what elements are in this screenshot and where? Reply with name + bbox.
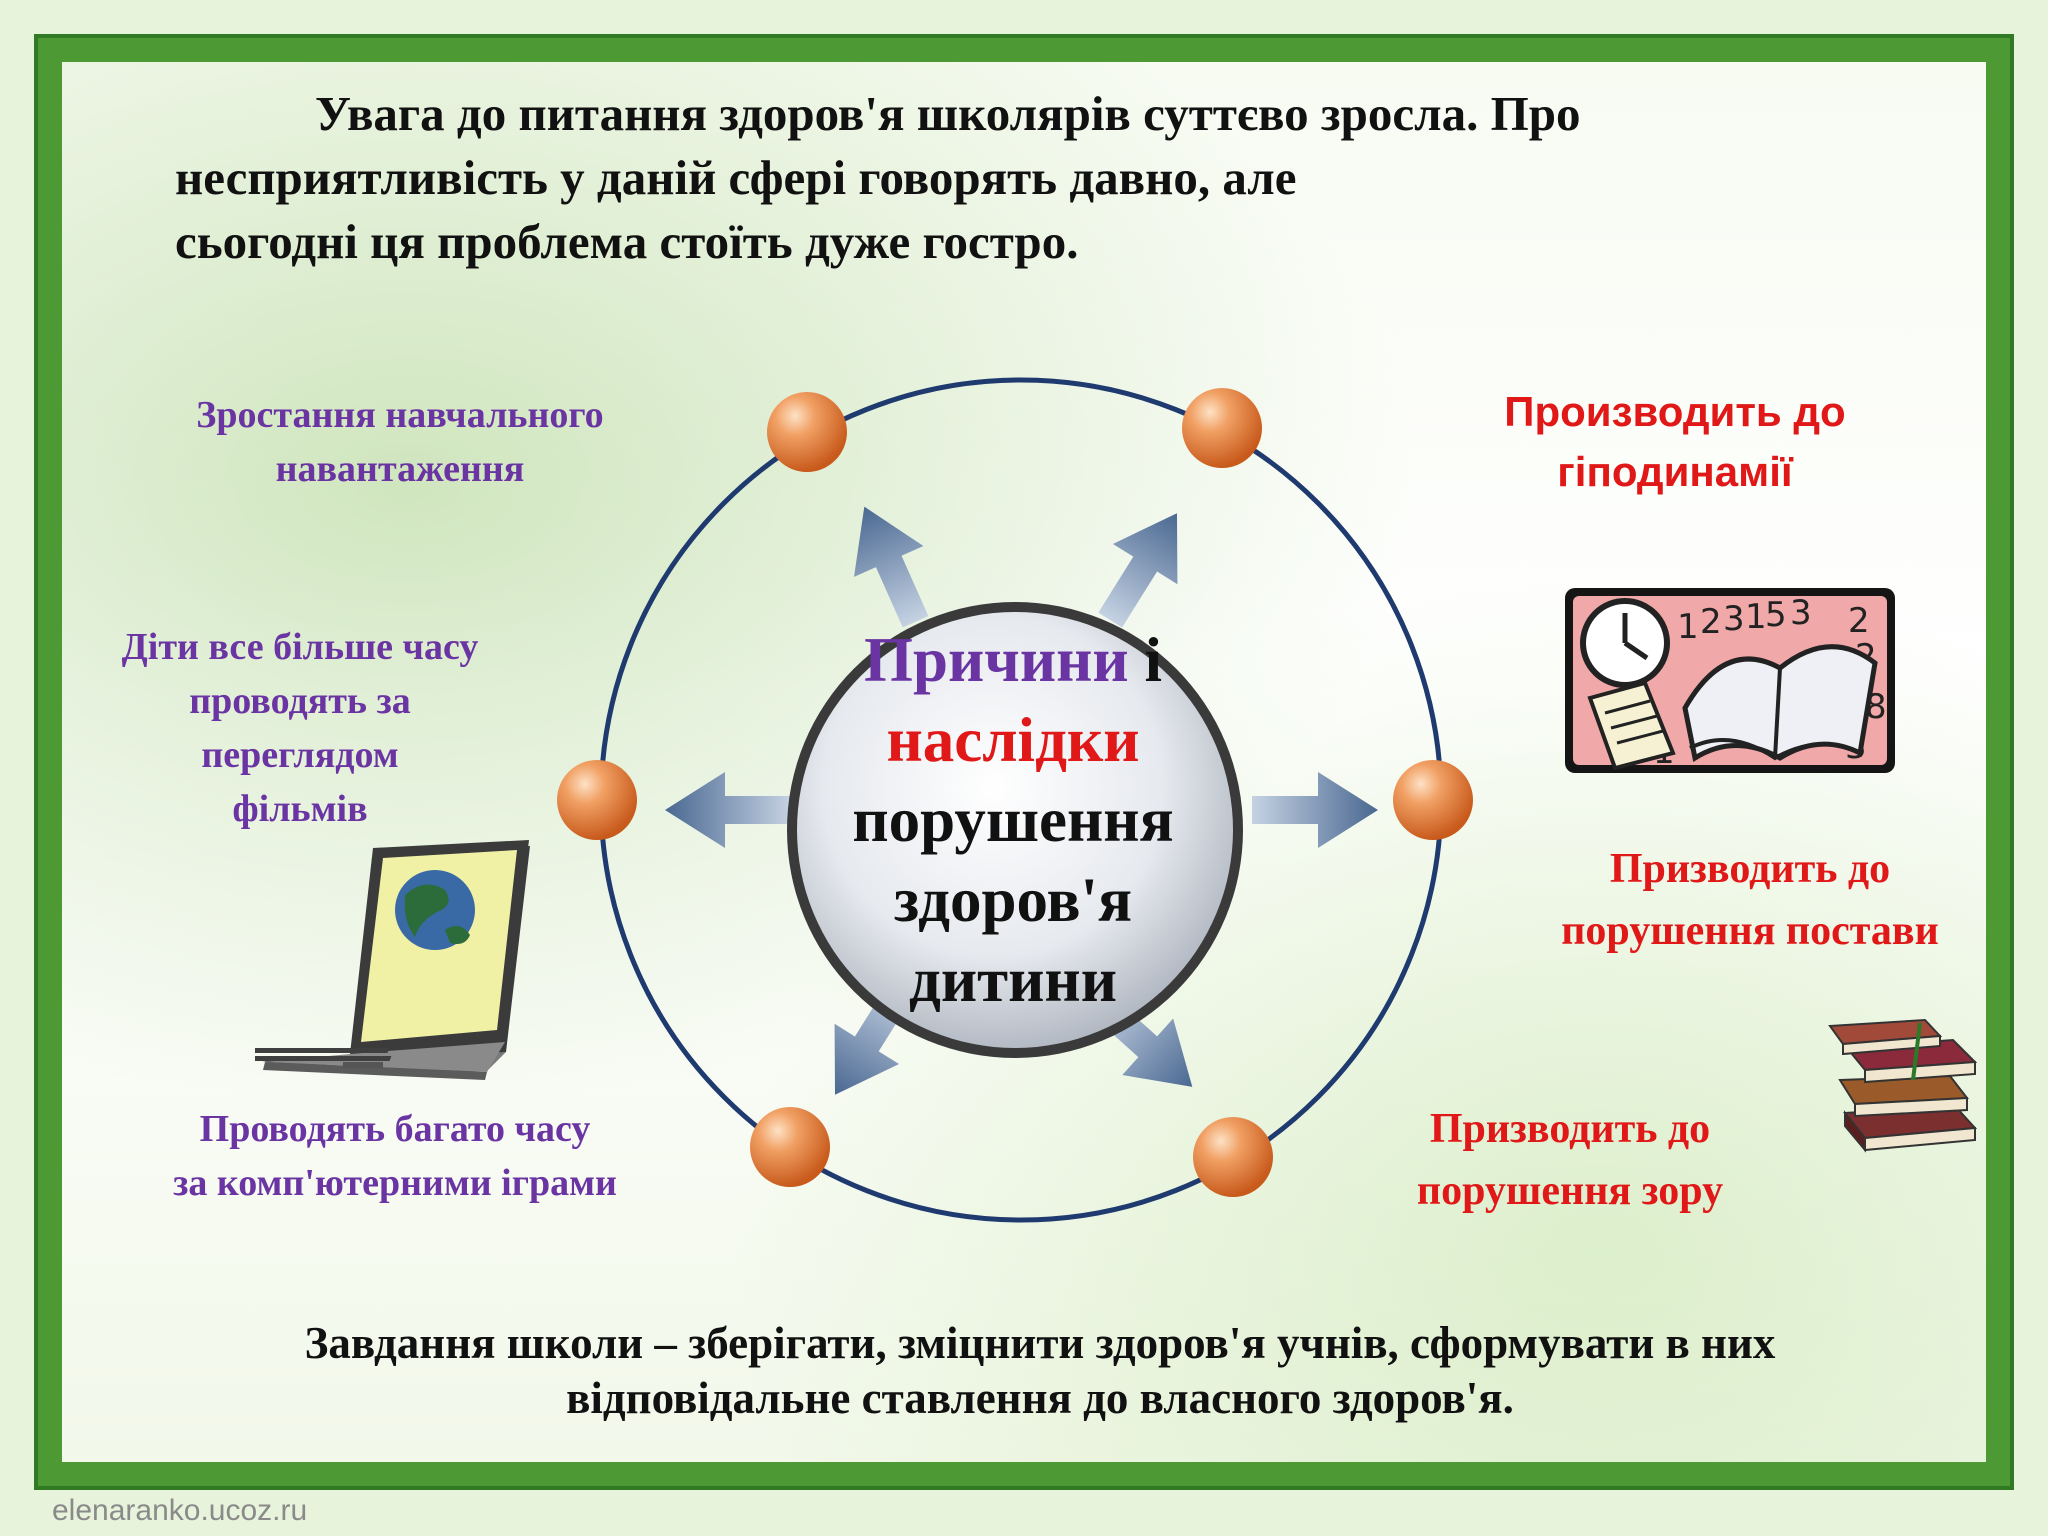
effect-3-line-1: Призводить до [1429, 1106, 1711, 1152]
effect-posture: Призводить до порушення постави [1500, 838, 2000, 962]
svg-text:2: 2 [1700, 602, 1722, 642]
arrow-left [665, 772, 791, 848]
cause-2-line-2: проводять за [189, 680, 411, 722]
svg-text:1: 1 [1745, 597, 1767, 637]
effect-1-line-1: Производить до [1504, 388, 1846, 435]
cause-1-line-2: навантаження [275, 448, 525, 490]
cause-3-line-2: за комп'ютерними іграми [173, 1162, 617, 1204]
node-right [1393, 760, 1473, 840]
center-line-5: дитини [908, 945, 1117, 1015]
conclusion-line-1: Завдання школи – зберігати, зміцнити здо… [304, 1318, 1776, 1368]
center-line-4: здоров'я [893, 865, 1133, 935]
study-book-icon: 123 153 228 315 [1565, 588, 1895, 773]
effect-vision: Призводить до порушення зору [1360, 1098, 1780, 1222]
center-title: Причини і наслідки порушення здоров'я ди… [818, 620, 1208, 1020]
node-bottom-right [1193, 1117, 1273, 1197]
conclusion-text: Завдання школи – зберігати, зміцнити здо… [160, 1316, 1920, 1426]
center-word-causes: Причини [863, 625, 1129, 695]
svg-text:3: 3 [1723, 599, 1745, 639]
cause-2-line-4: фільмів [232, 788, 368, 830]
cause-2-line-3: переглядом [201, 734, 399, 776]
arrow-up-left [854, 506, 929, 628]
books-stack-icon [1828, 1018, 1978, 1153]
intro-text: Увага до питання здоров'я школярів суттє… [175, 82, 1855, 274]
laptop-icon [255, 840, 529, 1080]
footer-source[interactable]: elenaranko.ucoz.ru [52, 1494, 308, 1527]
center-disk [797, 612, 1233, 1048]
svg-text:2: 2 [1848, 601, 1870, 641]
node-left [557, 760, 637, 840]
arrow-right [1252, 772, 1378, 848]
svg-text:5: 5 [1765, 595, 1787, 635]
cause-2-line-1: Діти все більше часу [121, 626, 479, 668]
node-bottom-left [750, 1107, 830, 1187]
cause-films: Діти все більше часу проводять за перегл… [70, 620, 530, 836]
effect-1-line-2: гіподинамії [1557, 448, 1793, 495]
intro-line-3: сьогодні ця проблема стоїть дуже гостро. [175, 214, 1079, 269]
effect-3-line-2: порушення зору [1416, 1168, 1724, 1214]
cause-study-load: Зростання навчального навантаження [140, 388, 660, 496]
arrow-up-right [1098, 513, 1178, 628]
effect-2-line-1: Призводить до [1609, 846, 1891, 892]
center-line-3: порушення [852, 785, 1174, 855]
cause-3-line-1: Проводять багато часу [199, 1108, 591, 1150]
intro-line-2: несприятливість у даній сфері говорять д… [175, 150, 1297, 205]
svg-text:1: 1 [1677, 607, 1699, 647]
node-top-right [1182, 388, 1262, 468]
center-word-effects: наслідки [886, 705, 1140, 775]
svg-text:3: 3 [1790, 593, 1812, 633]
conclusion-line-2: відповідальне ставлення до власного здор… [566, 1373, 1514, 1423]
green-frame [38, 38, 2010, 1486]
center-word-and: і [1144, 625, 1163, 695]
effect-hypodynamia: Производить до гіподинамії [1440, 382, 1910, 502]
cause-1-line-1: Зростання навчального [196, 394, 604, 436]
node-top-left [767, 392, 847, 472]
effect-2-line-2: порушення постави [1561, 908, 1939, 954]
intro-line-1: Увага до питання здоров'я школярів суттє… [315, 86, 1581, 141]
cause-computer-games: Проводять багато часу за комп'ютерними і… [120, 1102, 670, 1210]
nodes [557, 388, 1473, 1197]
